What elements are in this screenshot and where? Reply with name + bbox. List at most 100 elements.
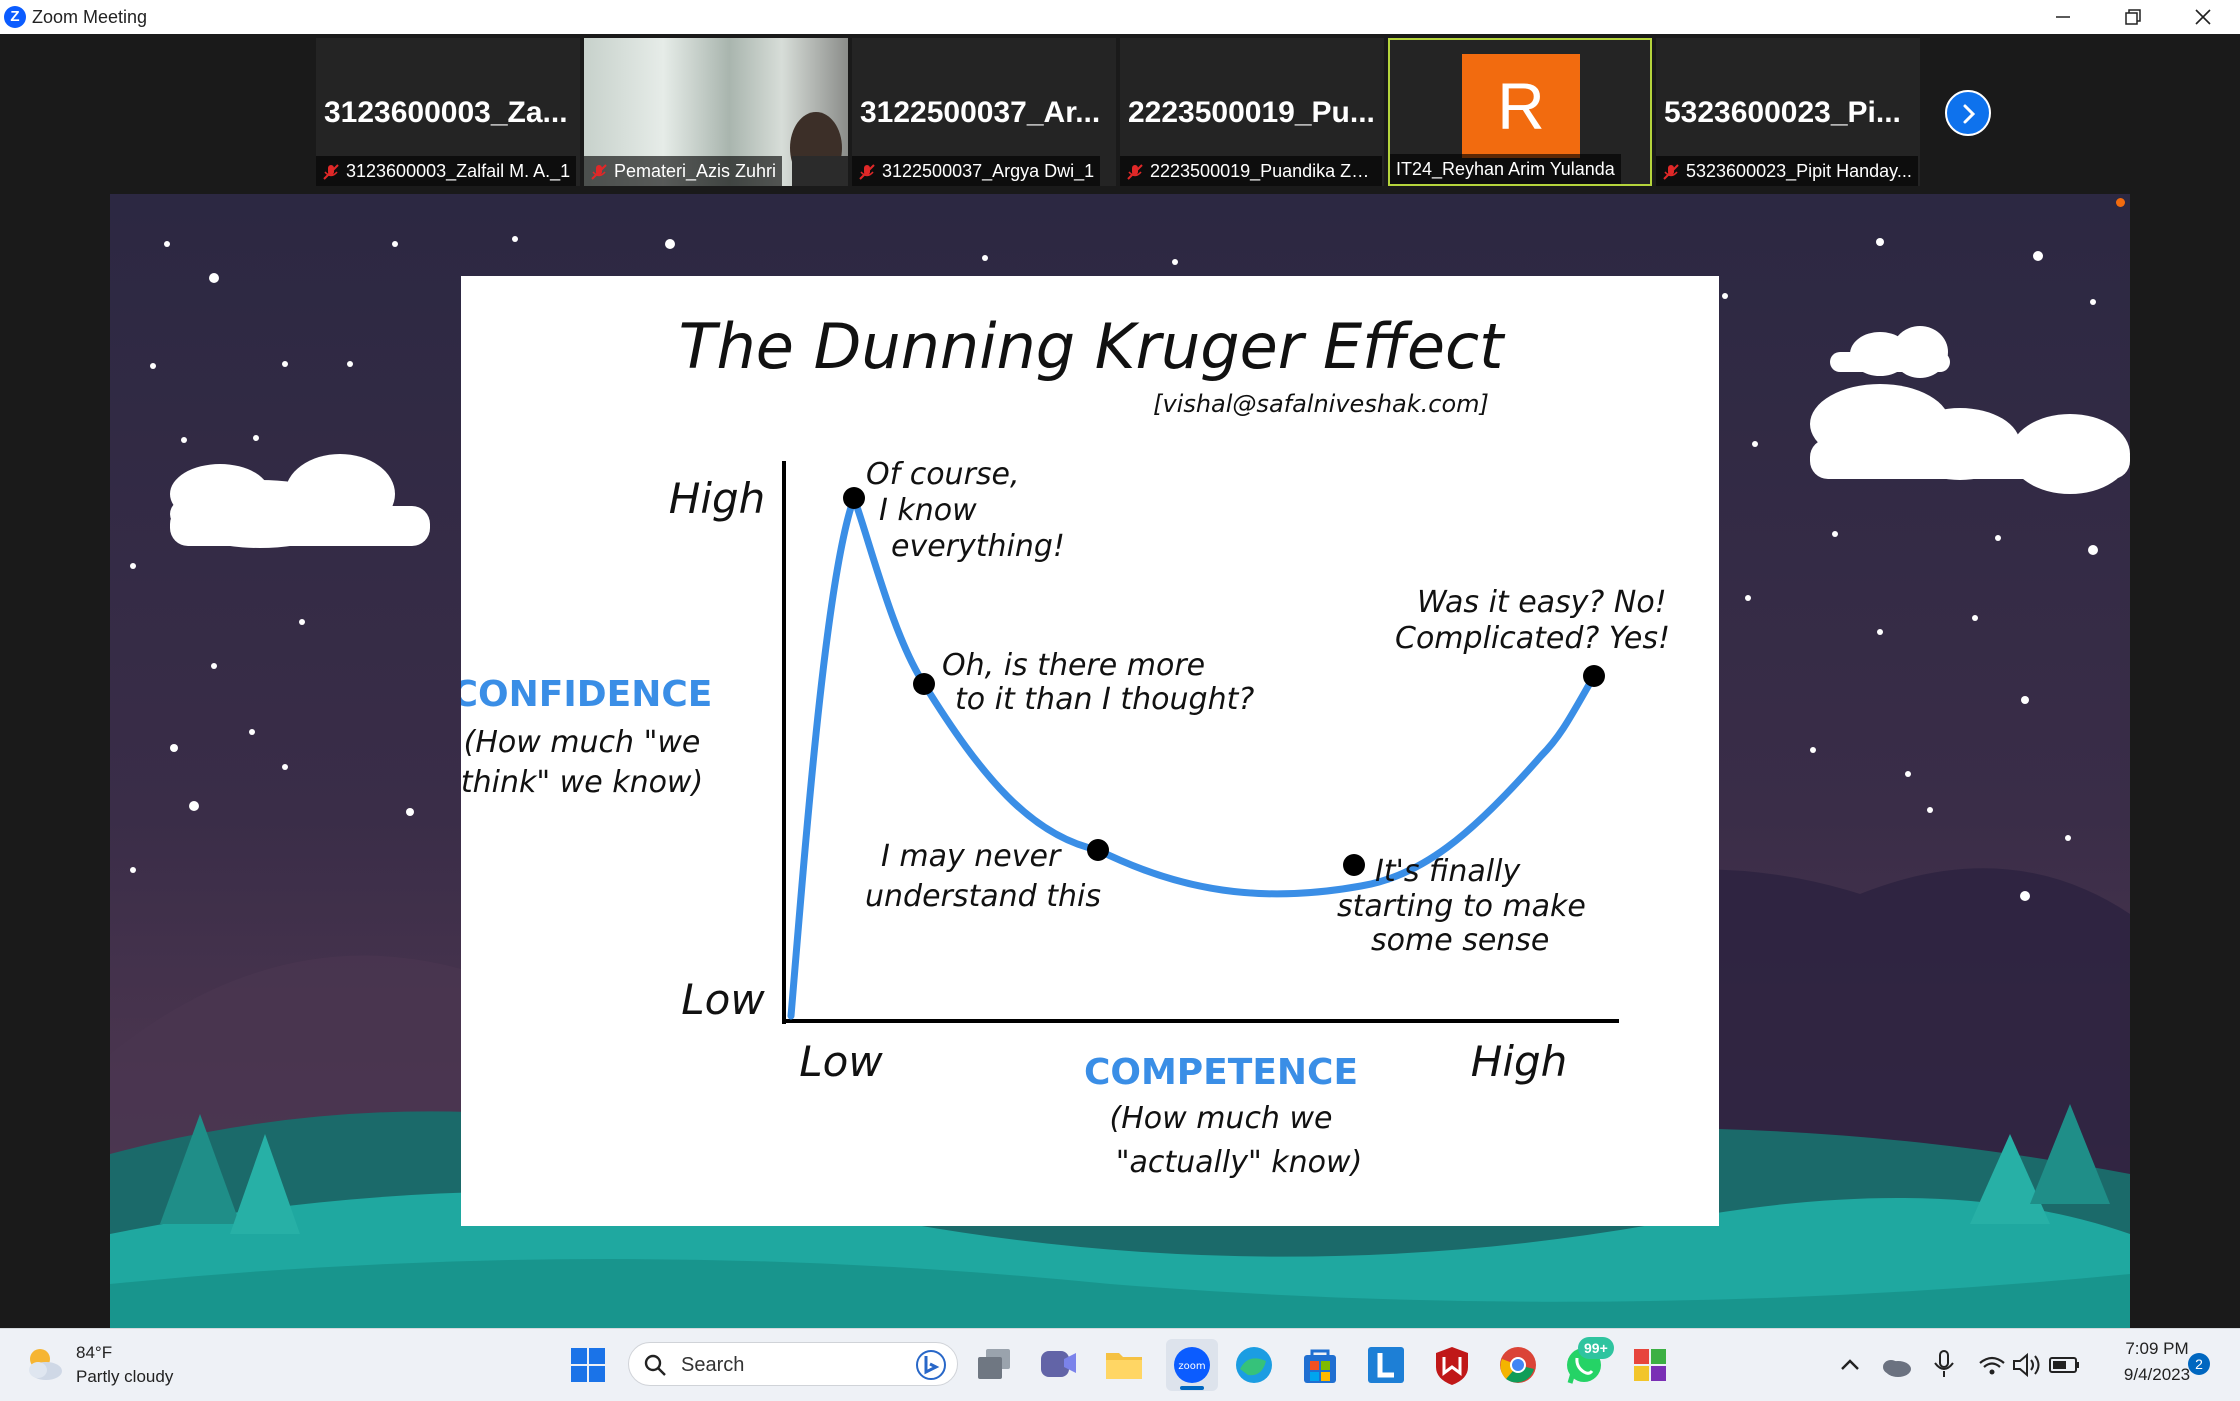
edge-browser-icon[interactable] [1232,1343,1276,1387]
bing-chat-icon[interactable] [915,1349,947,1381]
participant-tile[interactable]: 5323600023_Pi... 5323600023_Pipit Handay… [1656,38,1920,186]
participant-caption: Pemateri_Azis Zuhri [584,156,783,186]
zoom-taskbar-button[interactable]: zoom [1166,1339,1218,1391]
participant-tile-video[interactable]: Pemateri_Azis Zuhri [584,38,848,186]
restore-icon [2125,9,2141,25]
chrome-browser-icon[interactable] [1496,1343,1540,1387]
dunning-kruger-curve [787,487,1598,1020]
chevron-right-icon [1963,104,1976,124]
decline-annotation-2: to it than I thought? [955,682,1254,717]
x-axis-subtitle-2: "actually" know) [1116,1145,1363,1180]
whatsapp-unread-badge: 99+ [1578,1337,1614,1359]
participant-caption: 5323600023_Pipit Handay... [1656,156,1918,186]
svg-text:zoom: zoom [1178,1361,1205,1372]
partly-cloudy-weather-icon[interactable] [22,1343,66,1387]
shared-screen: The Dunning Kruger Effect [vishal@safaln… [110,194,2130,1328]
participant-big-name: 3123600003_Za... [324,96,568,129]
next-page-button[interactable] [1945,90,1991,136]
participant-caption-text: Pemateri_Azis Zuhri [614,161,777,181]
weather-temperature[interactable]: 84°F [76,1343,113,1362]
participant-big-name: 2223500019_Pu... [1128,96,1375,129]
participant-caption: 3123600003_Zalfail M. A._1 [316,156,577,186]
clock-date[interactable]: 9/4/2023 [2123,1365,2191,1384]
participant-strip: 3123600003_Za... 3123600003_Zalfail M. A… [0,34,2240,190]
minimize-icon [2056,16,2070,18]
person-silhouette [790,112,848,186]
battery-icon[interactable] [2044,1343,2088,1387]
weather-description[interactable]: Partly cloudy [76,1367,174,1386]
x-axis-subtitle-1: (How much we [1110,1101,1333,1136]
clock-time[interactable]: 7:09 PM [2125,1339,2189,1358]
x-low-label: Low [799,1037,883,1086]
peak-annotation-3: everything! [891,529,1065,564]
dunning-kruger-diagram: The Dunning Kruger Effect [vishal@safaln… [452,310,1670,1180]
mic-muted-icon [1663,164,1679,180]
peak-annotation-2: I know [879,493,977,528]
file-explorer-icon[interactable] [1102,1343,1146,1387]
teams-chat-icon[interactable] [1036,1343,1080,1387]
participant-big-name: 3122500037_Ar... [860,96,1101,129]
launcher-l-icon[interactable] [1364,1343,1408,1387]
active-app-indicator [1180,1386,1204,1390]
y-low-label: Low [681,975,765,1024]
windows-start-icon[interactable] [566,1343,610,1387]
task-view-icon[interactable] [972,1343,1016,1387]
end-point [1583,665,1605,687]
close-button[interactable] [2168,0,2238,34]
participant-tile-active-speaker[interactable]: R IT24_Reyhan Arim Yulanda [1388,38,1652,186]
peak-point [843,487,865,509]
slide-title: The Dunning Kruger Effect [679,310,1507,383]
decline-point [913,673,935,695]
slide-credit: [vishal@safalniveshak.com] [1153,390,1489,418]
presentation-slide: The Dunning Kruger Effect [vishal@safaln… [452,276,1719,1226]
participant-tile[interactable]: 3122500037_Ar... 3122500037_Argya Dwi_1 [852,38,1116,186]
wifi-icon[interactable] [1970,1343,2014,1387]
onedrive-cloud-icon[interactable] [1874,1343,1918,1387]
rise-annotation-3: some sense [1371,923,1549,958]
mic-muted-icon [1127,164,1143,180]
y-axis-title: CONFIDENCE [461,674,712,715]
rise-annotation-1: It's finally [1375,854,1521,889]
participant-caption-text: 3123600003_Zalfail M. A._1 [346,161,571,181]
y-high-label: High [669,474,766,523]
participant-tile[interactable]: 3123600003_Za... 3123600003_Zalfail M. A… [316,38,580,186]
y-axis-subtitle-2: think" we know) [461,765,703,800]
participant-caption: 2223500019_Puandika Za... [1120,156,1382,186]
x-high-label: High [1471,1037,1568,1086]
zoom-app-icon: Z [4,6,26,28]
participant-tile[interactable]: 2223500019_Pu... 2223500019_Puandika Za.… [1120,38,1384,186]
avatar: R [1462,54,1580,158]
x-axis-title: COMPETENCE [1084,1052,1358,1093]
participant-caption: 3122500037_Argya Dwi_1 [852,156,1101,186]
taskbar-search-box[interactable]: Search [628,1342,958,1386]
rise-annotation-2: starting to make [1337,889,1586,924]
y-axis-subtitle-1: (How much "we [464,725,701,760]
chevron-up-icon[interactable] [1828,1343,1872,1387]
search-placeholder: Search [681,1354,745,1376]
windows-taskbar: 84°F Partly cloudy Search zoom [0,1328,2240,1401]
minimize-button[interactable] [2028,0,2098,34]
mic-muted-icon [323,164,339,180]
valley-annotation-1: I may never [881,839,1062,874]
end-annotation-1: Was it easy? No! [1417,585,1667,620]
close-icon [2195,9,2211,25]
microsoft-store-icon[interactable] [1298,1343,1342,1387]
volume-icon[interactable] [2006,1343,2050,1387]
mcafee-shield-icon[interactable] [1430,1343,1474,1387]
title-bar: Z Zoom Meeting [0,0,2240,35]
search-icon [644,1354,666,1376]
notification-count-badge[interactable]: 2 [2188,1353,2210,1375]
window-title: Zoom Meeting [32,7,148,27]
participant-caption-text: 5323600023_Pipit Handay... [1686,161,1912,181]
office-apps-icon[interactable] [1628,1343,1672,1387]
microphone-icon[interactable] [1922,1343,1966,1387]
participant-big-name: 5323600023_Pi... [1664,96,1901,129]
mic-muted-icon [591,164,607,180]
participant-caption-text: 2223500019_Puandika Za... [1150,161,1377,181]
participant-caption-text: IT24_Reyhan Arim Yulanda [1396,159,1615,179]
participant-caption: IT24_Reyhan Arim Yulanda [1390,154,1621,184]
participant-caption-text: 3122500037_Argya Dwi_1 [882,161,1095,181]
decline-annotation-1: Oh, is there more [942,648,1205,683]
mic-muted-icon [859,164,875,180]
restore-button[interactable] [2098,0,2168,34]
